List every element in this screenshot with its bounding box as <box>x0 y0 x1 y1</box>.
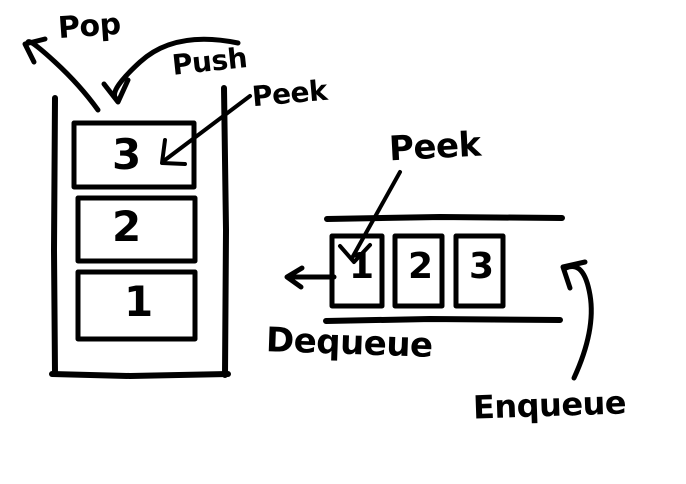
queue-cell-front-value: 1 <box>349 246 374 287</box>
stack-cell-middle-box <box>75 195 198 264</box>
stack-cell-top-box <box>71 120 197 190</box>
queue-peek-label: Peek <box>388 124 482 170</box>
stack-peek-arrow <box>160 94 252 166</box>
queue-cell-front-box <box>329 233 385 309</box>
stack-bottom-rail <box>49 371 231 379</box>
stack-push-label: Push <box>170 41 249 82</box>
dequeue-arrow <box>284 265 337 290</box>
stack-structure <box>22 36 252 379</box>
stack-cell-middle-value: 2 <box>112 202 141 251</box>
stack-pop-label: Pop <box>56 6 122 47</box>
push-arrow <box>101 36 241 105</box>
queue-cell-middle-box <box>392 233 445 309</box>
queue-top-rail <box>324 214 565 222</box>
stack-peek-label: Peek <box>250 73 329 114</box>
queue-peek-arrow <box>338 170 402 264</box>
dequeue-arrow-head <box>284 265 305 290</box>
stack-cell-bottom-box <box>75 269 198 342</box>
queue-cell-rear-value: 3 <box>469 246 494 287</box>
queue-cell-rear-box <box>453 233 506 309</box>
enqueue-arrow-head <box>560 259 588 291</box>
stack-left-rail <box>51 95 58 376</box>
push-arrow-head <box>101 77 131 105</box>
queue-enqueue-label: Enqueue <box>472 383 627 427</box>
pop-arrow <box>22 36 101 113</box>
queue-cell-middle-value: 2 <box>408 246 433 287</box>
queue-dequeue-label: Dequeue <box>265 320 434 366</box>
pop-arrow-head <box>22 36 48 65</box>
push-arrow-shaft <box>112 36 241 103</box>
stack-peek-arrow-shaft <box>163 94 252 162</box>
queue-bottom-rail <box>323 316 563 324</box>
enqueue-arrow <box>560 259 594 381</box>
stack-cell-bottom-value: 1 <box>124 277 153 326</box>
queue-peek-arrow-head <box>338 243 372 264</box>
stack-peek-arrow-head <box>160 138 187 166</box>
pop-arrow-shaft <box>25 39 101 113</box>
stack-container-outline <box>49 85 231 379</box>
queue-peek-arrow-shaft <box>350 170 402 260</box>
stack-cell-top-value: 3 <box>112 130 141 179</box>
stack-right-rail <box>221 85 229 378</box>
queue-structure <box>284 170 594 381</box>
enqueue-arrow-shaft <box>563 264 594 381</box>
